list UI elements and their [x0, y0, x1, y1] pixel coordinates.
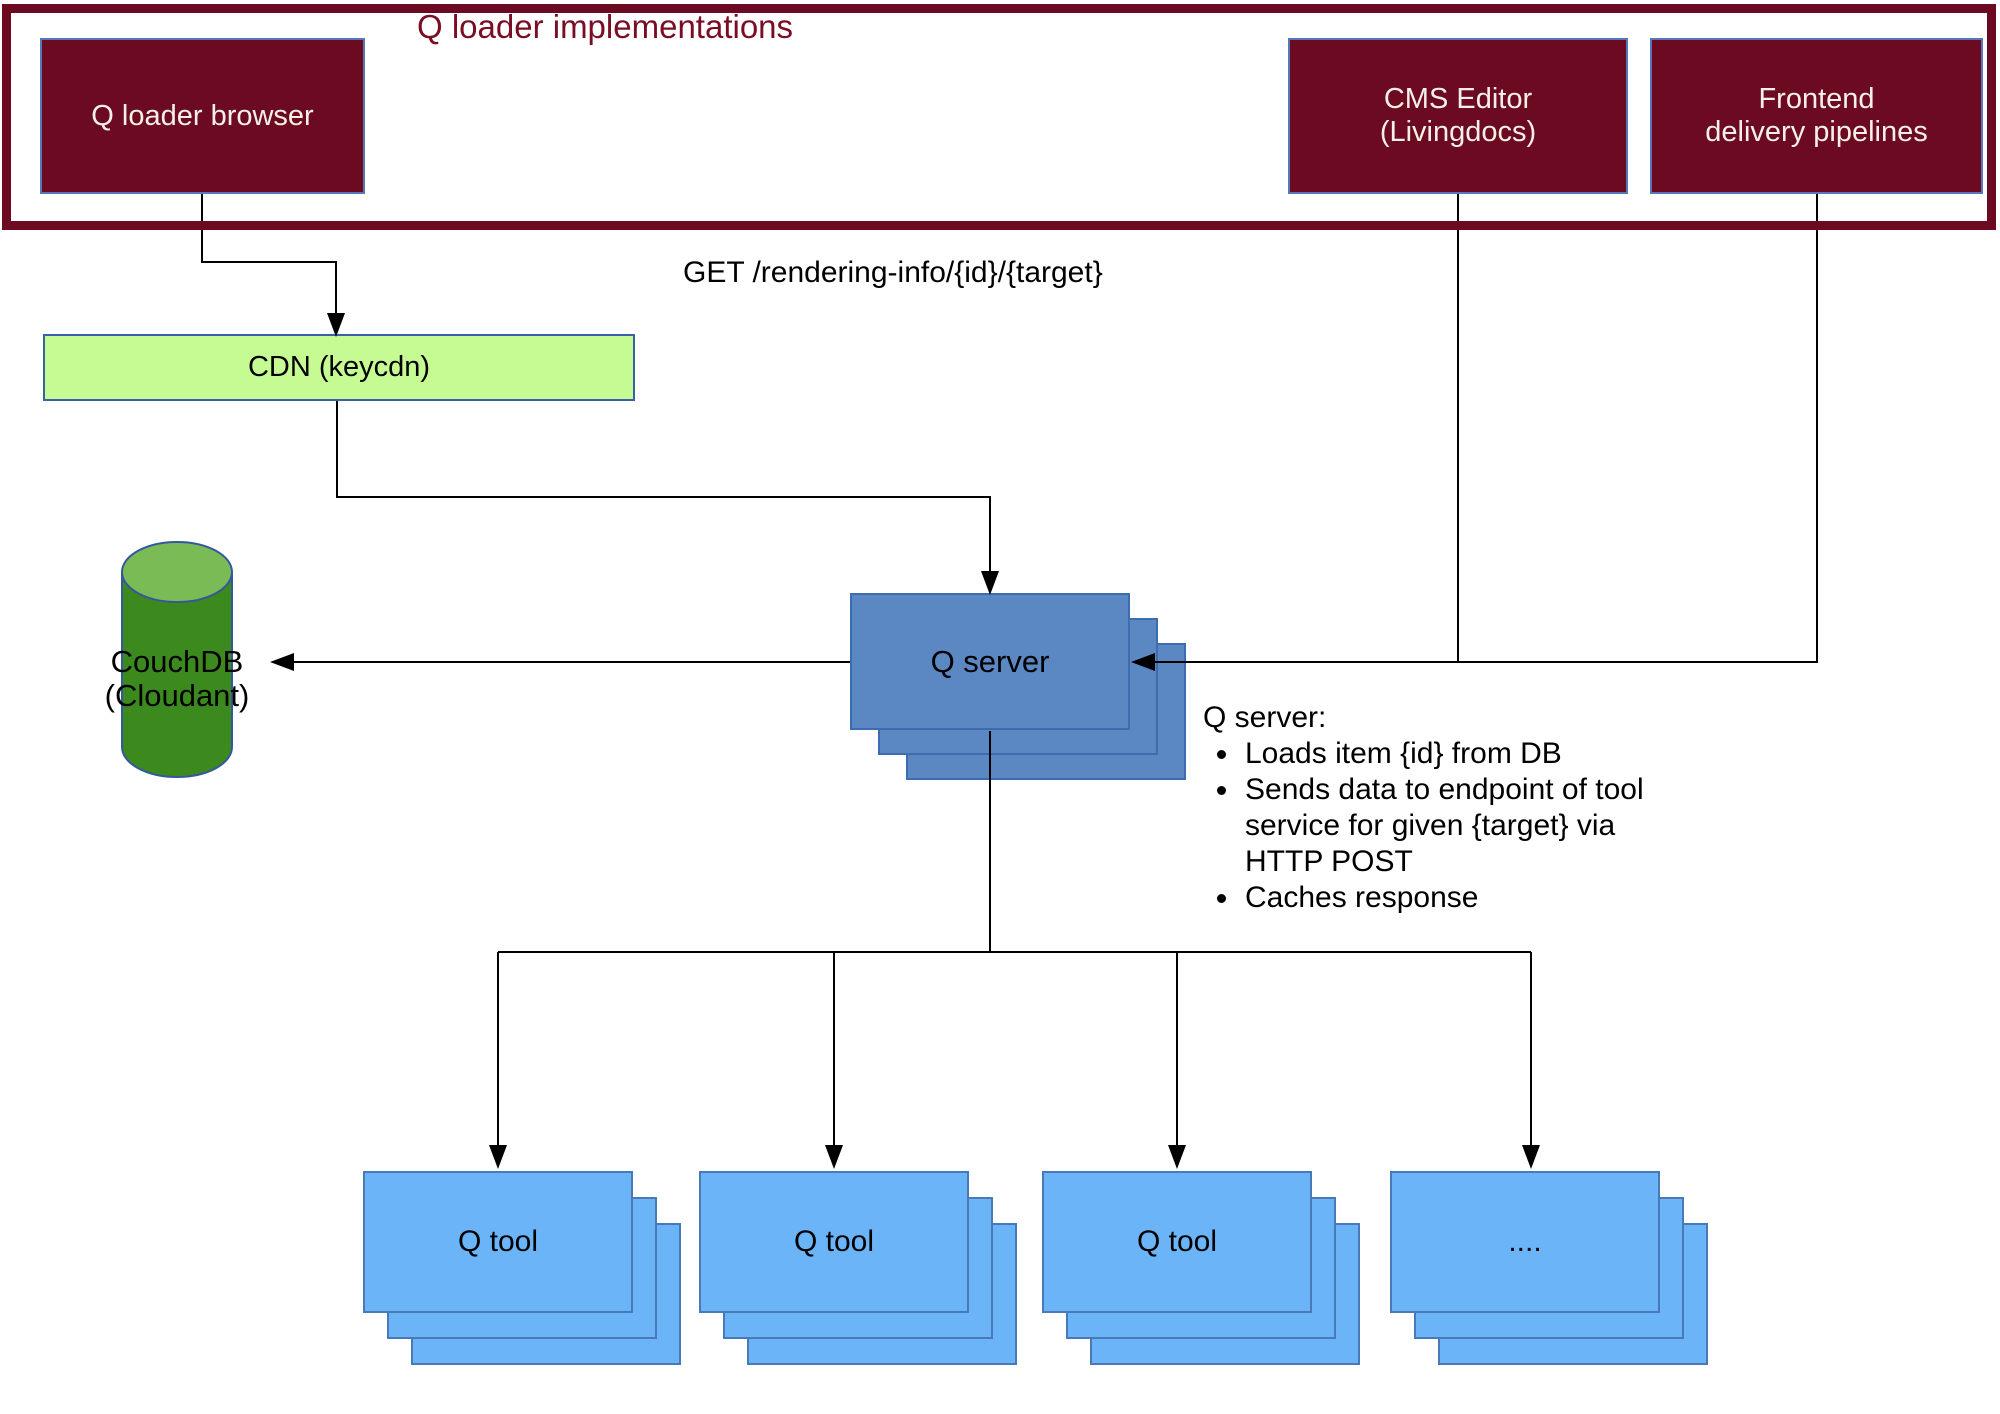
node-q-tool-3-label: Q tool — [1136, 1225, 1218, 1258]
node-frontend-label: Frontend delivery pipelines — [1705, 83, 1928, 148]
annotation-bullet: Sends data to endpoint of tool service f… — [1241, 772, 1673, 880]
node-q-tool-more-label: .... — [1508, 1225, 1542, 1258]
couchdb-cylinder-icon — [121, 541, 233, 778]
edge-frontend-to-qserver — [1153, 194, 1818, 663]
cylinder-top — [121, 541, 233, 603]
arrowhead-tool-1 — [489, 1145, 507, 1169]
node-cdn-label: CDN (keycdn) — [247, 351, 431, 383]
node-q-tool-3: Q tool — [1042, 1171, 1312, 1313]
edge-label-get-rendering-info: GET /rendering-info/{id}/{target} — [683, 256, 1103, 289]
arrowhead-tool-3 — [1168, 1145, 1186, 1169]
diagram-title: Q loader implementations — [417, 8, 794, 45]
node-q-tool-2: Q tool — [699, 1171, 969, 1313]
node-q-server-label: Q server — [930, 643, 1050, 679]
node-q-tool-1-label: Q tool — [457, 1225, 539, 1258]
q-tool-stack-3: Q tool — [1042, 1171, 1362, 1367]
arrowhead-qserver-top — [981, 571, 999, 595]
node-couchdb-label: CouchDB (Cloudant) — [104, 644, 250, 713]
node-q-tool-1: Q tool — [363, 1171, 633, 1313]
edge-cdn-to-qserver — [336, 401, 991, 573]
annotation-bullet: Caches response — [1241, 880, 1673, 916]
annotation-bullet: Loads item {id} from DB — [1241, 736, 1673, 772]
arrowhead-tool-2 — [825, 1145, 843, 1169]
node-q-server: Q server — [850, 593, 1130, 730]
node-q-loader-browser: Q loader browser — [40, 38, 365, 194]
node-q-tool-more: .... — [1390, 1171, 1660, 1313]
node-q-tool-2-label: Q tool — [793, 1225, 875, 1258]
annotation-heading: Q server: — [1203, 701, 1327, 734]
q-server-annotation: Q server: Loads item {id} from DB Sends … — [1203, 700, 1673, 916]
node-cms-editor-label: CMS Editor (Livingdocs) — [1379, 83, 1537, 148]
q-tool-stack-2: Q tool — [699, 1171, 1019, 1367]
q-tool-stack-more: .... — [1390, 1171, 1710, 1367]
node-cdn: CDN (keycdn) — [43, 334, 635, 401]
arrowhead-tool-4 — [1522, 1145, 1540, 1169]
node-frontend-delivery-pipelines: Frontend delivery pipelines — [1650, 38, 1983, 194]
cylinder-body — [121, 571, 233, 778]
annotation-bullet-list: Loads item {id} from DB Sends data to en… — [1203, 736, 1673, 916]
edge-browser-to-cdn — [201, 194, 337, 315]
node-q-loader-browser-label: Q loader browser — [91, 99, 314, 132]
node-cms-editor: CMS Editor (Livingdocs) — [1288, 38, 1628, 194]
q-tool-stack-1: Q tool — [363, 1171, 683, 1367]
